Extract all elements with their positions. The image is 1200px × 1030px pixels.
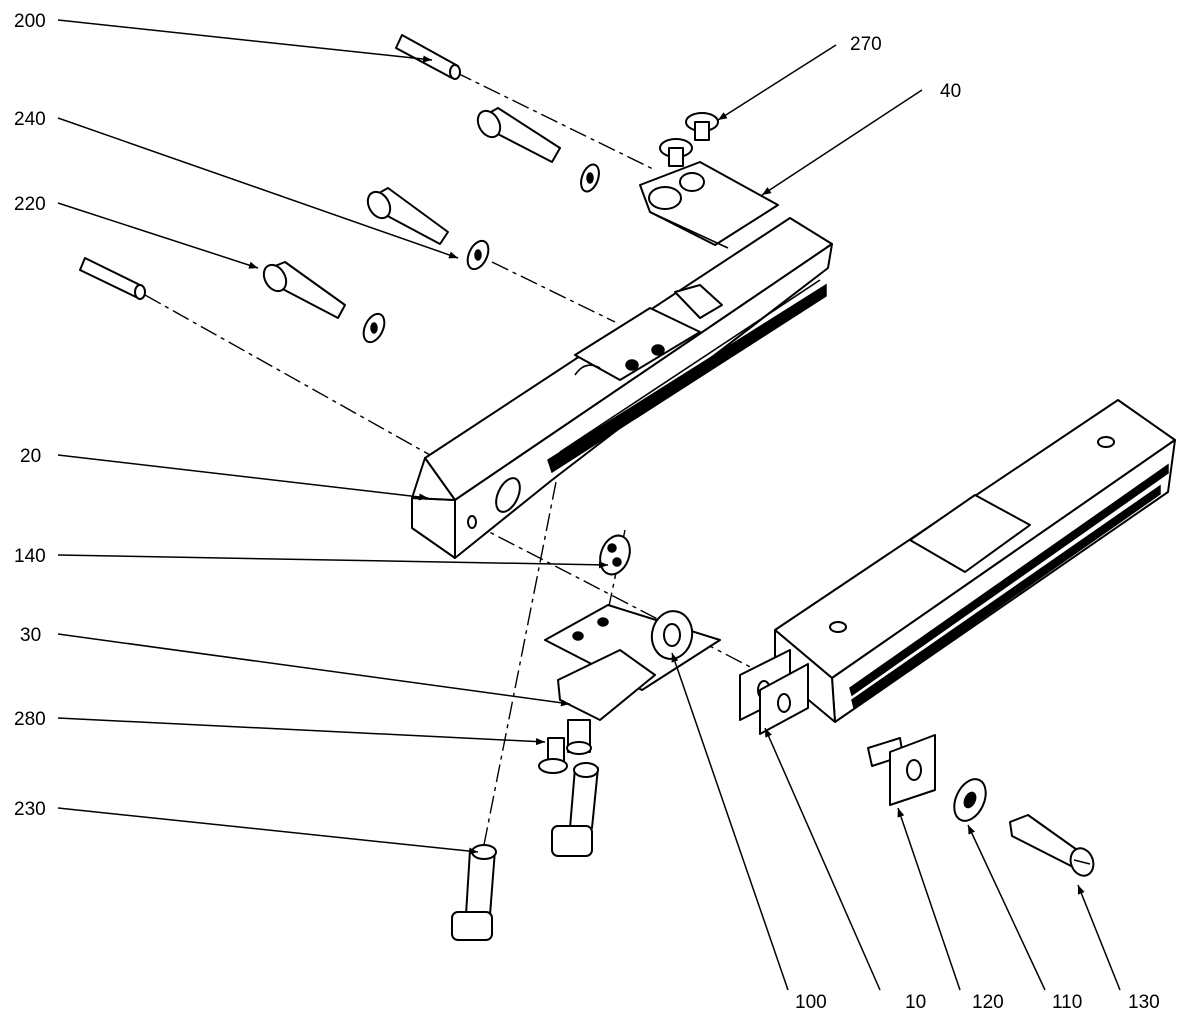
label-10: 10 [905, 992, 926, 1013]
socket-screw-part-240 [476, 107, 600, 193]
label-230: 230 [14, 799, 46, 820]
label-40: 40 [940, 81, 961, 102]
label-30: 30 [20, 625, 41, 646]
label-140: 140 [14, 546, 46, 567]
label-110: 110 [1052, 992, 1082, 1013]
washer-part-140 [599, 534, 631, 576]
main-rail-part-20 [411, 217, 833, 559]
label-20: 20 [20, 446, 41, 467]
dowel-pin-part-200 [79, 34, 461, 300]
pins-part-280 [538, 719, 592, 774]
lower-rail-part-10 [774, 399, 1176, 723]
label-280: 280 [14, 709, 46, 730]
leader-lines [57, 19, 1121, 991]
reference-numerals: 200 240 220 20 140 30 280 230 270 40 100… [14, 11, 1160, 1013]
top-screws-part-270 [659, 112, 719, 167]
label-120: 120 [972, 992, 1004, 1013]
bracket-part-30 [544, 604, 721, 721]
label-130: 130 [1128, 992, 1160, 1013]
label-220: 220 [14, 194, 46, 215]
socket-screw-part-220 [262, 187, 490, 344]
label-200: 200 [14, 11, 46, 32]
label-270: 270 [850, 34, 882, 55]
label-240: 240 [14, 109, 46, 130]
washer-part-110 [953, 778, 987, 822]
bushing-part-120 [739, 649, 936, 806]
screw-part-130 [1009, 814, 1095, 877]
socket-screw-part-230 [451, 762, 599, 941]
top-clip-part-40 [639, 161, 779, 249]
label-100: 100 [795, 992, 827, 1013]
